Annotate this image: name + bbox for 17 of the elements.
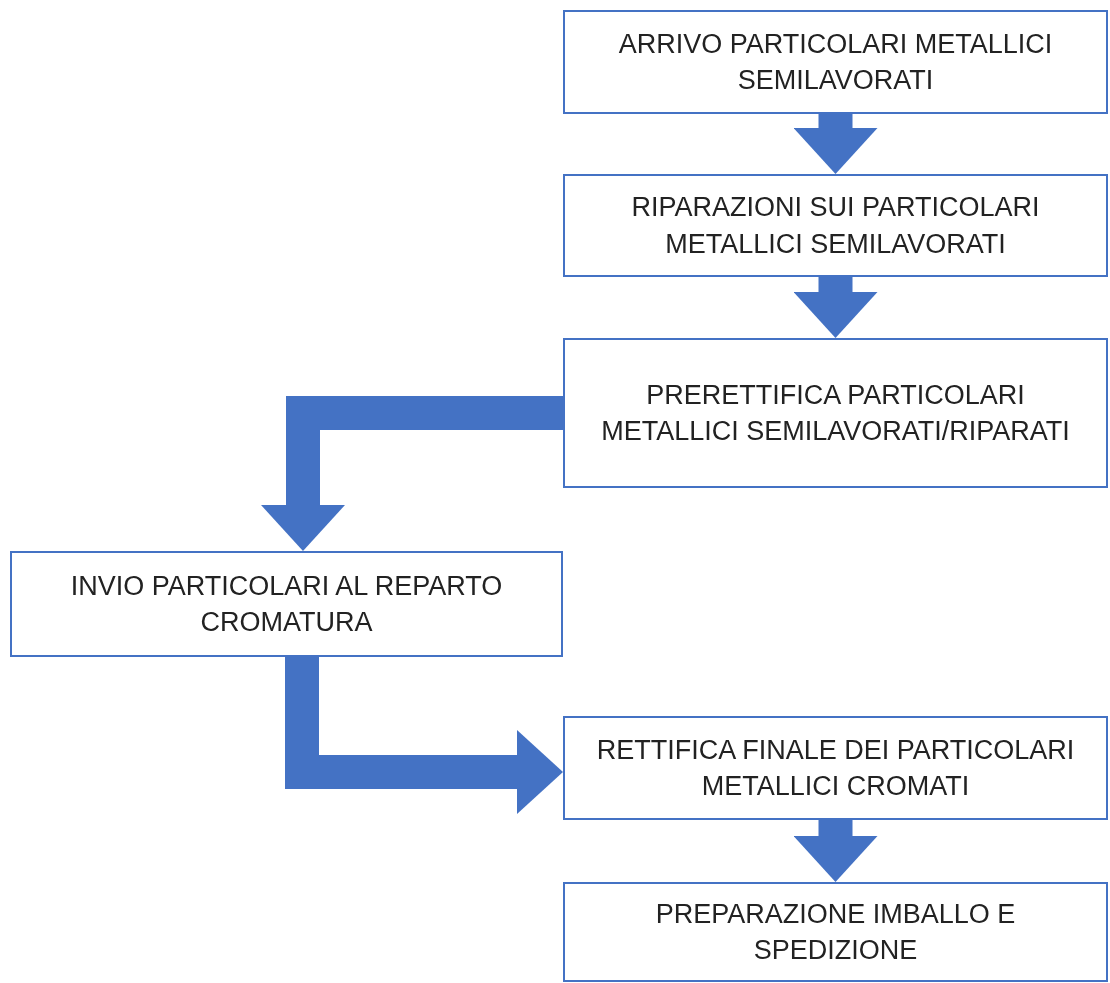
process-box: [563, 716, 1108, 820]
step-label: ARRIVO PARTICOLARI METALLICI SEMILAVORATI: [617, 27, 1054, 97]
process-box: [563, 338, 1108, 488]
process-box: [563, 10, 1108, 114]
block-arrow: [793, 277, 878, 338]
step-label: INVIO PARTICOLARI AL REPARTO CROMATURA: [69, 569, 504, 639]
step-label: PREPARAZIONE IMBALLO E SPEDIZIONE: [654, 897, 1017, 967]
process-box: [10, 551, 563, 657]
process-box: [563, 174, 1108, 277]
block-arrow: [793, 114, 878, 174]
step-label: RETTIFICA FINALE DEI PARTICOLARI METALLICI CROMATI: [595, 733, 1076, 803]
block-arrow: [261, 396, 563, 551]
block-arrow: [793, 820, 878, 882]
process-box: [563, 882, 1108, 982]
step-label: RIPARAZIONI SUI PARTICOLARI METALLICI SEMILAVORATI: [630, 191, 1041, 261]
step-label: PRERETTIFICA PARTICOLARI METALLICI SEMILAVORATI/RIPARATI: [600, 378, 1071, 448]
block-arrow: [285, 657, 563, 814]
